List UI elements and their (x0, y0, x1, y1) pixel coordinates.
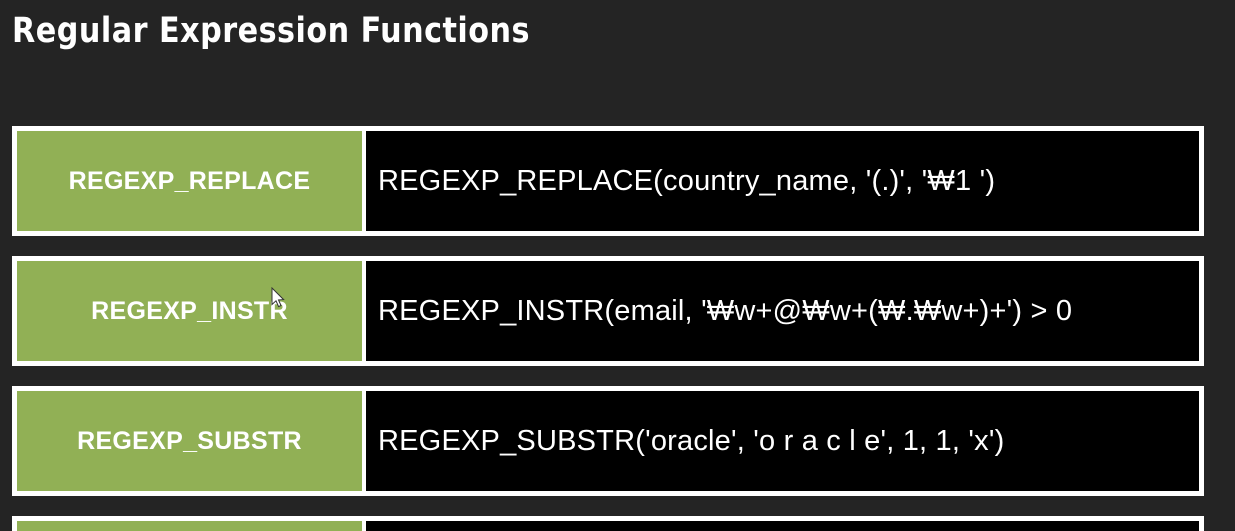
function-example-cell (366, 521, 1199, 531)
cell-divider (362, 261, 366, 361)
function-example-cell: REGEXP_INSTR(email, '₩w+@₩w+(₩.₩w+)+') >… (366, 261, 1199, 361)
page-title: Regular Expression Functions (12, 11, 530, 51)
regex-functions-table: REGEXP_REPLACE REGEXP_REPLACE(country_na… (12, 126, 1204, 531)
cell-divider (362, 521, 366, 531)
function-name-cell: REGEXP_INSTR (17, 261, 362, 361)
function-name-cell: REGEXP_SUBSTR (17, 391, 362, 491)
table-row[interactable]: REGEXP_REPLACE REGEXP_REPLACE(country_na… (12, 126, 1204, 236)
function-name-cell: REGEXP_REPLACE (17, 131, 362, 231)
function-example-cell: REGEXP_REPLACE(country_name, '(.)', '₩1 … (366, 131, 1199, 231)
table-row[interactable] (12, 516, 1204, 531)
cell-divider (362, 391, 366, 491)
table-row[interactable]: REGEXP_SUBSTR REGEXP_SUBSTR('oracle', 'o… (12, 386, 1204, 496)
cell-divider (362, 131, 366, 231)
function-name-cell (17, 521, 362, 531)
function-example-cell: REGEXP_SUBSTR('oracle', 'o r a c l e', 1… (366, 391, 1199, 491)
table-row[interactable]: REGEXP_INSTR REGEXP_INSTR(email, '₩w+@₩w… (12, 256, 1204, 366)
